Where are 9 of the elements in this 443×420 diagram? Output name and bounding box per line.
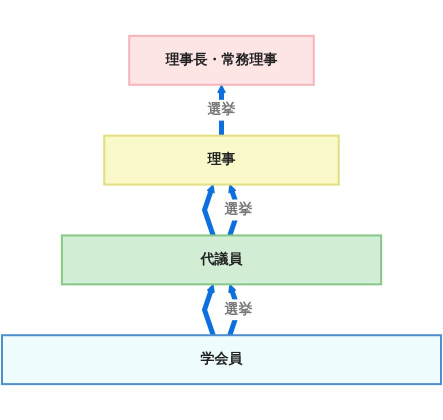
node-box: 代議員 [60, 234, 382, 286]
node-box: 理事 [103, 134, 340, 186]
arrow [202, 284, 216, 336]
edge-label: 選挙 [208, 102, 236, 118]
edge-label: 選挙 [224, 301, 252, 318]
node-box: 理事長・常務理事 [128, 34, 315, 86]
arrow [202, 184, 216, 236]
edge-label: 選挙 [224, 202, 252, 218]
node-box: 学会員 [1, 334, 442, 386]
